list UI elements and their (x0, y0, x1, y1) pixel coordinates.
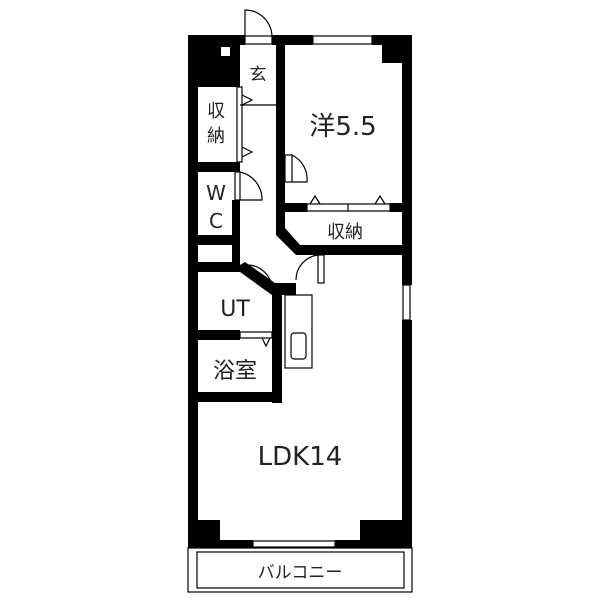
room-label-entrance: 玄 (250, 65, 267, 85)
room-label-ldk: LDK14 (258, 442, 343, 472)
room-label-balcony: バルコニー (258, 563, 343, 583)
room-label-western: 洋5.5 (309, 112, 376, 142)
entrance-door (244, 9, 273, 38)
walls (188, 35, 412, 548)
room-label-closet: 収納 (327, 222, 363, 243)
room-label-bathroom: 浴室 (213, 359, 257, 384)
room-label-storage-2: 納 (207, 126, 225, 147)
room-label-wc-c: C (209, 209, 223, 233)
room-label-storage-1: 収 (207, 101, 225, 122)
room-label-utility: UT (220, 297, 250, 322)
balcony-outline (187, 547, 413, 593)
room-label-wc-w: W (206, 181, 226, 205)
